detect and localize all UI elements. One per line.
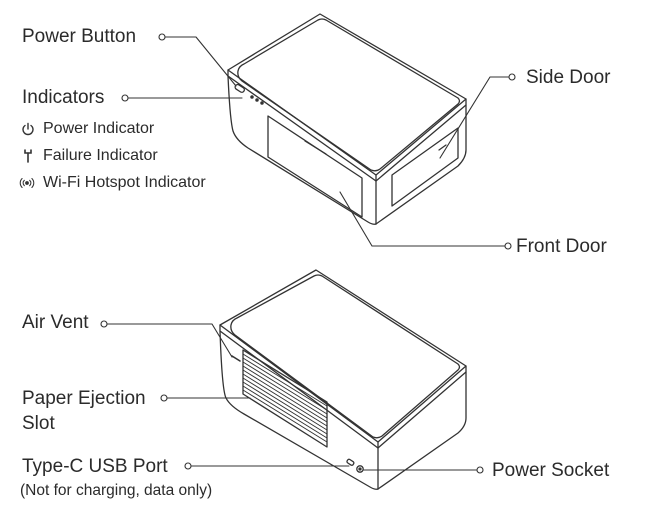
usb-port-label: Type-C USB Port	[22, 456, 168, 477]
indicators-label: Indicators	[22, 87, 105, 108]
side-door	[391, 127, 459, 207]
usb-port-shape	[346, 458, 355, 466]
wifi-hotspot-icon	[19, 178, 35, 188]
power-button-label: Power Button	[22, 26, 137, 47]
power-icon	[22, 122, 34, 136]
paper-ejection-label-line1: Paper Ejection	[22, 388, 146, 409]
bottom-body-side	[377, 371, 467, 490]
power-indicator-label: Power Indicator	[43, 120, 155, 137]
front-door-label: Front Door	[516, 236, 607, 257]
front-door	[267, 115, 363, 218]
paper-ejection-slot	[231, 355, 241, 362]
bottom-body-front	[219, 330, 379, 490]
air-vent-slats	[242, 353, 328, 443]
wifi-hotspot-indicator-label: Wi-Fi Hotspot Indicator	[43, 174, 206, 191]
power-socket-shape	[356, 465, 364, 473]
usb-port-note: (Not for charging, data only)	[20, 482, 213, 499]
bottom-lid-panel	[230, 274, 461, 439]
air-vent-area	[242, 349, 328, 448]
top-leaders	[121, 33, 516, 250]
bottom-lid	[219, 269, 467, 443]
failure-indicator-label: Failure Indicator	[43, 147, 158, 164]
paper-ejection-label-line2: Slot	[22, 413, 55, 434]
top-body-front	[227, 75, 377, 225]
top-body-side	[375, 104, 467, 225]
bottom-leaders	[100, 320, 484, 474]
wrench-icon	[24, 149, 32, 163]
side-door-label: Side Door	[526, 67, 611, 88]
power-socket-label: Power Socket	[492, 460, 610, 481]
bottom-device	[219, 269, 467, 490]
top-device	[227, 13, 467, 225]
top-lid-panel	[237, 18, 461, 172]
top-lid	[227, 13, 467, 176]
air-vent-label: Air Vent	[22, 312, 89, 333]
